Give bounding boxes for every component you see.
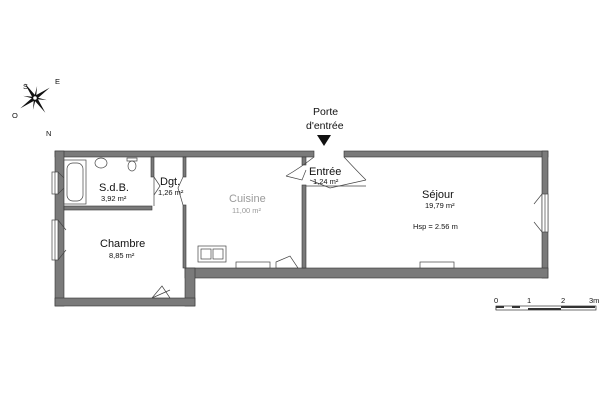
window-chambre (51, 219, 67, 261)
room-sejour-height: Hsp = 2.56 m (413, 222, 458, 231)
room-sdb-area: 3,92 m² (101, 194, 127, 203)
room-dgt-name: Dgt. (160, 176, 180, 188)
radiator-sejour (419, 261, 455, 269)
room-cuisine-area: 11,00 m² (232, 206, 262, 215)
entrance-label-line1: Porte (313, 106, 338, 118)
scale-tick-0: 0 (494, 296, 498, 305)
interior-walls (63, 156, 307, 269)
compass-n-label: N (46, 129, 51, 138)
window-sejour (533, 193, 549, 233)
kitchen-sink-icon (197, 245, 227, 263)
door-dgt (153, 176, 184, 206)
compass-e-label: E (55, 77, 60, 86)
room-chambre-name: Chambre (100, 238, 145, 250)
bathtub-icon (63, 159, 87, 205)
entrance-label-line2: d'entrée (306, 120, 344, 132)
scale-bar: 0 1 2 3m (494, 296, 599, 311)
room-cuisine-name: Cuisine (229, 193, 266, 205)
entrance-arrow-icon (317, 135, 331, 146)
compass-o-label: O (12, 111, 18, 120)
compass-s-label: S (23, 82, 28, 91)
door-chambre-bottom (151, 285, 171, 299)
door-cuisine-bottom (275, 255, 299, 269)
sink-icon (94, 157, 108, 169)
room-sejour-area: 19,79 m² (425, 201, 455, 210)
room-sdb-name: S.d.B. (99, 182, 129, 194)
door-entree (285, 156, 367, 189)
room-entree-name: Entrée (309, 166, 341, 178)
compass-icon: S O E N (12, 77, 60, 138)
outer-walls (54, 150, 549, 307)
window-sdb (51, 171, 65, 195)
scale-tick-1: 1 (527, 296, 531, 305)
room-chambre-area: 8,85 m² (109, 251, 135, 260)
toilet-icon (126, 157, 138, 172)
room-sejour-name: Séjour (422, 189, 454, 201)
scale-tick-3: 3m (589, 296, 599, 305)
scale-tick-2: 2 (561, 296, 565, 305)
room-entree-area: 1,24 m² (313, 177, 339, 186)
radiator-cuisine (235, 261, 271, 269)
room-dgt-area: 1,26 m² (158, 188, 184, 197)
